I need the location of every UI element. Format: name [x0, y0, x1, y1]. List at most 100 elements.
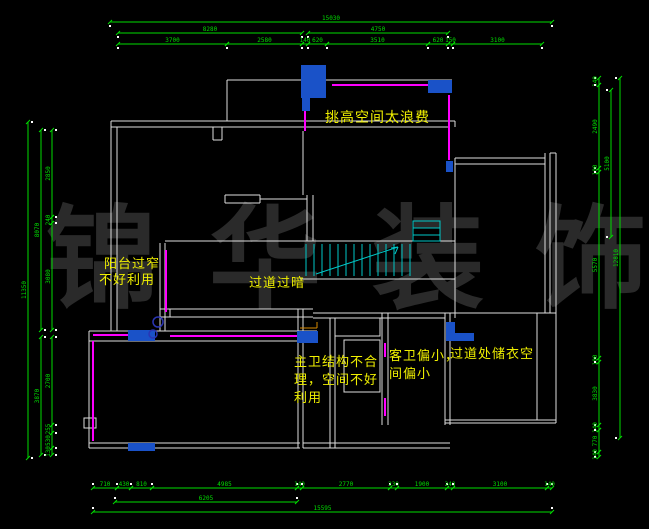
fixture-outline — [343, 339, 381, 393]
dim-tick — [294, 485, 300, 491]
dim-tick — [450, 41, 456, 47]
dim-label: 100 — [592, 164, 599, 175]
dim-tick — [294, 499, 300, 505]
dim-tick — [596, 165, 602, 171]
dim-dot — [44, 336, 46, 338]
dim-dot — [151, 483, 153, 485]
dim-tick — [596, 427, 602, 433]
dim-label: 530 — [45, 435, 52, 446]
dim-tick — [549, 509, 555, 515]
dim-dot — [55, 222, 57, 224]
dim-dot — [396, 483, 398, 485]
door-swing — [152, 316, 164, 328]
dim-label: 11350 — [21, 281, 28, 299]
annotation-text: 不好利用 — [99, 272, 155, 287]
dim-label: 240 — [445, 481, 456, 488]
dim-tick — [387, 485, 393, 491]
dim-dot — [546, 483, 548, 485]
dim-dot — [92, 507, 94, 509]
dim-label: 2850 — [45, 166, 52, 181]
dim-label: 140 — [544, 481, 555, 488]
wall-block — [297, 331, 318, 343]
dim-tick — [49, 127, 55, 133]
dim-dot — [301, 36, 303, 38]
dim-dot — [109, 25, 111, 27]
dim-tick — [394, 485, 400, 491]
annotations-layer: 挑高空间太浪费阳台过窄不好利用过道过暗主卫结构不合理，空间不好利用客卫偏小，间偏… — [99, 109, 533, 405]
dim-tick — [444, 485, 450, 491]
dim-dot — [606, 236, 608, 238]
dim-label: 620 — [433, 37, 444, 44]
stair-line — [315, 246, 399, 275]
dim-tick — [49, 334, 55, 340]
dim-dot — [446, 483, 448, 485]
dim-label: 150 — [445, 37, 456, 44]
dim-label: 6205 — [199, 495, 214, 502]
dim-tick — [38, 127, 44, 133]
wall-block — [302, 98, 310, 111]
dim-tick — [544, 485, 550, 491]
dim-dot — [226, 47, 228, 49]
annotation-text: 过道过暗 — [249, 275, 305, 290]
dim-tick — [38, 452, 44, 458]
dim-tick — [49, 452, 55, 458]
dim-tick — [112, 499, 118, 505]
dim-dot — [307, 36, 309, 38]
dim-tick — [115, 30, 121, 36]
dim-tick — [49, 327, 55, 333]
dim-dot — [114, 497, 116, 499]
dim-tick — [107, 19, 113, 25]
dim-tick — [324, 41, 330, 47]
dim-dot — [594, 84, 596, 86]
dim-tick — [539, 41, 545, 47]
dim-label: 130 — [45, 446, 52, 457]
dim-dot — [389, 483, 391, 485]
annotation-text: 利用 — [294, 390, 322, 405]
stair-line — [390, 246, 399, 249]
dim-tick — [25, 119, 31, 125]
dim-label: 230 — [388, 481, 399, 488]
dim-dot — [307, 47, 309, 49]
dim-label: 770 — [592, 435, 599, 446]
dim-dot — [55, 336, 57, 338]
dim-label: 710 — [100, 481, 111, 488]
dim-dot — [452, 47, 454, 49]
dim-label: 3510 — [370, 37, 385, 44]
dim-label: 3830 — [592, 386, 599, 401]
dim-dot — [606, 89, 608, 91]
dim-tick — [596, 169, 602, 175]
dim-label: 3700 — [165, 37, 180, 44]
walls-layer — [83, 79, 557, 449]
dim-tick — [617, 75, 623, 81]
dim-tick — [305, 41, 311, 47]
dim-label: 430 — [119, 481, 130, 488]
dim-tick — [596, 449, 602, 455]
dim-dot — [594, 429, 596, 431]
dim-tick — [549, 485, 555, 491]
wall-block — [446, 333, 474, 341]
dim-dot — [594, 361, 596, 363]
dim-tick — [608, 87, 614, 93]
dim-tick — [549, 19, 555, 25]
fixture-outline — [334, 317, 381, 337]
dim-tick — [299, 30, 305, 36]
dim-dot — [301, 483, 303, 485]
dim-tick — [299, 485, 305, 491]
dim-label: 140 — [592, 449, 599, 460]
dim-label: 12810 — [613, 249, 620, 267]
dim-dot — [55, 329, 57, 331]
dim-tick — [49, 220, 55, 226]
dim-label: 140 — [592, 422, 599, 433]
dim-label: 4750 — [371, 26, 386, 33]
dim-dot — [452, 483, 454, 485]
annotation-text: 客卫偏小， — [389, 348, 459, 363]
dim-dot — [551, 507, 553, 509]
marks-layer — [148, 316, 318, 339]
dim-tick — [596, 359, 602, 365]
stair-winder-box — [412, 220, 441, 242]
wall-block — [446, 322, 455, 341]
dim-label: 2770 — [339, 481, 354, 488]
